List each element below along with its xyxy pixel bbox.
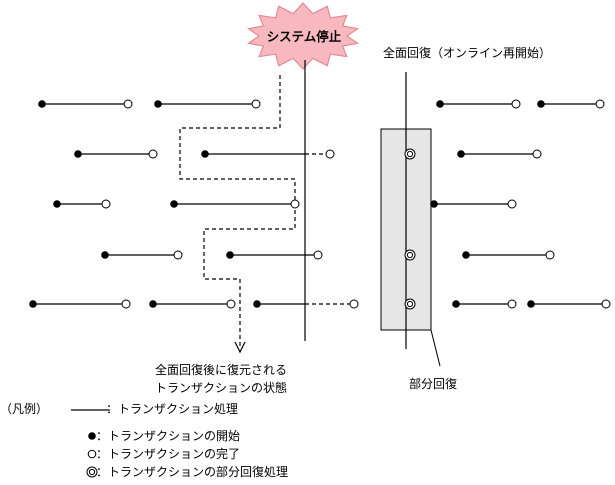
transaction-end-icon	[511, 99, 521, 109]
transaction-end-icon	[595, 99, 605, 109]
double-circle-inner	[406, 150, 414, 158]
transaction-start-icon	[457, 150, 465, 158]
transaction-start-icon	[74, 150, 82, 158]
transaction-end-icon	[251, 99, 261, 109]
transaction-start-icon	[170, 200, 178, 208]
transaction-end-icon	[290, 199, 300, 209]
system-stop-burst	[246, 2, 360, 70]
transaction	[226, 250, 323, 260]
legend-double-circle-inner	[88, 468, 96, 476]
transaction	[101, 250, 183, 260]
transaction	[537, 99, 605, 109]
transaction	[201, 149, 335, 159]
transaction	[430, 199, 517, 209]
transaction-end-icon	[148, 149, 158, 159]
restoration-arrow-head	[234, 341, 246, 354]
transaction	[149, 299, 236, 309]
transaction-start-icon	[452, 300, 460, 308]
transaction-start-icon	[527, 300, 535, 308]
transaction	[29, 299, 131, 309]
transaction	[436, 99, 521, 109]
transaction	[170, 199, 300, 209]
transaction	[457, 149, 542, 159]
transaction-start-icon	[462, 251, 470, 259]
legend-open-circle-icon	[87, 449, 97, 459]
transaction	[452, 299, 517, 309]
partial-recovery-markers	[404, 148, 416, 310]
double-circle-outer	[404, 298, 416, 310]
transaction	[74, 149, 158, 159]
partial-recovery-marker-icon	[404, 298, 416, 310]
transaction-end-icon	[313, 250, 323, 260]
transaction-end-icon	[173, 250, 183, 260]
double-circle-inner	[406, 251, 414, 259]
transaction-end-icon	[325, 149, 335, 159]
transaction-start-icon	[29, 300, 37, 308]
transaction-start-icon	[253, 300, 261, 308]
legend-title: （凡例）	[0, 402, 48, 416]
transaction-start-icon	[38, 100, 46, 108]
transaction-end-icon	[226, 299, 236, 309]
transaction-end-icon	[123, 99, 133, 109]
double-circle-outer	[404, 249, 416, 261]
system-stop-label: システム停止	[267, 29, 342, 44]
legend: （凡例） ：トランザクション処理 ：トランザクションの開始 ：トランザクションの…	[0, 402, 288, 479]
transaction-start-icon	[53, 200, 61, 208]
transaction	[53, 199, 111, 209]
transaction-end-icon	[507, 199, 517, 209]
double-circle-outer	[404, 148, 416, 160]
transaction-start-icon	[154, 100, 162, 108]
transactions-layer	[29, 99, 611, 309]
legend-double-text: ：トランザクションの部分回復処理	[96, 464, 288, 479]
double-circle-inner	[406, 300, 414, 308]
partial-recovery-marker-icon	[404, 249, 416, 261]
transaction-start-icon	[537, 100, 545, 108]
transaction-end-icon	[507, 299, 517, 309]
transaction-start-icon	[201, 150, 209, 158]
transaction-end-icon	[545, 250, 555, 260]
restoration-path-dashed	[179, 75, 296, 349]
transaction	[154, 99, 261, 109]
partial-recovery-leader	[430, 329, 441, 367]
transaction-start-icon	[436, 100, 444, 108]
transaction-end-icon	[532, 149, 542, 159]
transaction-start-icon	[430, 200, 438, 208]
transaction-end-icon	[101, 199, 111, 209]
transaction	[527, 299, 611, 309]
transaction-start-icon	[226, 251, 234, 259]
transaction-end-icon	[601, 299, 611, 309]
transaction-start-icon	[149, 300, 157, 308]
transaction	[462, 250, 555, 260]
legend-double-circle-icon	[86, 466, 98, 478]
transaction-end-icon	[349, 299, 359, 309]
transaction	[38, 99, 133, 109]
recovered-state-label-line2: トランザクションの状態	[155, 380, 287, 395]
partial-recovery-label: 部分回復	[409, 376, 457, 391]
transaction	[253, 299, 359, 309]
legend-filled-circle-icon	[88, 432, 96, 440]
full-recovery-label: 全面回復（オンライン再開始）	[383, 45, 551, 60]
partial-recovery-marker-icon	[404, 148, 416, 160]
transaction-start-icon	[101, 251, 109, 259]
legend-filled-text: ：トランザクションの開始	[96, 429, 240, 443]
legend-line-text: ：トランザクション処理	[106, 402, 238, 416]
legend-open-text: ：トランザクションの完了	[96, 446, 240, 461]
recovered-state-label-line1: 全面回復後に復元される	[155, 362, 287, 377]
transaction-end-icon	[121, 299, 131, 309]
